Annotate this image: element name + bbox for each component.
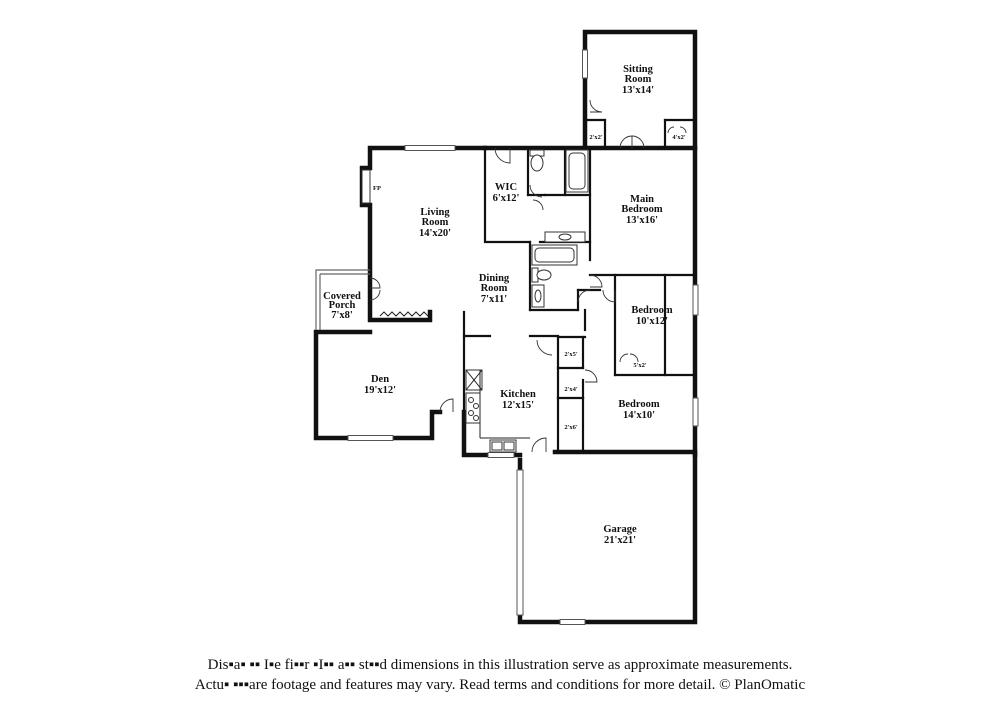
covered-porch-name-2: Porch bbox=[329, 300, 356, 311]
closet-hall-2-label: 2'x4' bbox=[564, 386, 578, 393]
svg-text:19'x12': 19'x12' bbox=[364, 385, 396, 396]
door-swings bbox=[369, 99, 687, 453]
closet-hall-1-label: 2'x5' bbox=[564, 351, 578, 358]
closet-sitting-right-label: 4'x2' bbox=[672, 134, 686, 141]
dining-room-name-2: Room bbox=[481, 283, 508, 294]
covered-porch-dims: 7'x8' bbox=[331, 310, 353, 321]
svg-text:Room: Room bbox=[422, 217, 449, 228]
svg-text:7'x11': 7'x11' bbox=[481, 294, 507, 305]
dining-room-name-1: Dining bbox=[479, 273, 510, 284]
small-labels: FP 2'x2' 4'x2' 5'x2' 2'x5' 2'x4' 2'x6' bbox=[373, 134, 686, 431]
svg-text:12'x15': 12'x15' bbox=[502, 400, 534, 411]
svg-text:Main: Main bbox=[630, 194, 654, 205]
wic-dims: 6'x12' bbox=[493, 193, 520, 204]
wic-name: WIC bbox=[495, 182, 517, 193]
disclaimer: Dis▪a▪ ▪▪ I▪e fi▪▪r ▪I▪▪ a▪▪ st▪▪d dimen… bbox=[0, 655, 1000, 695]
bedroom-1-name: Bedroom bbox=[631, 305, 672, 316]
svg-text:Porch: Porch bbox=[329, 300, 356, 311]
svg-text:Sitting: Sitting bbox=[623, 64, 654, 75]
svg-text:13'x16': 13'x16' bbox=[626, 215, 658, 226]
svg-text:4'x2': 4'x2' bbox=[672, 134, 686, 141]
fixtures bbox=[361, 149, 589, 453]
svg-text:21'x21': 21'x21' bbox=[604, 535, 636, 546]
bedroom-2-dims: 14'x10' bbox=[623, 410, 655, 421]
svg-text:Bedroom: Bedroom bbox=[631, 305, 672, 316]
interior-walls bbox=[462, 118, 697, 454]
svg-text:Garage: Garage bbox=[603, 524, 637, 535]
svg-text:WIC: WIC bbox=[495, 182, 517, 193]
covered-porch-outline bbox=[315, 269, 370, 330]
svg-text:Bedroom: Bedroom bbox=[621, 204, 662, 215]
bedroom-1-dims: 10'x12' bbox=[636, 316, 668, 327]
svg-text:Room: Room bbox=[481, 283, 508, 294]
svg-text:FP: FP bbox=[373, 185, 381, 192]
garage-dims: 21'x21' bbox=[604, 535, 636, 546]
svg-text:Den: Den bbox=[371, 374, 389, 385]
main-bedroom-name-1: Main bbox=[630, 194, 654, 205]
svg-text:2'x4': 2'x4' bbox=[564, 386, 578, 393]
svg-text:6'x12': 6'x12' bbox=[493, 193, 520, 204]
sitting-room-name-2: Room bbox=[625, 74, 652, 85]
main-bedroom-dims: 13'x16' bbox=[626, 215, 658, 226]
covered-porch-name-1: Covered bbox=[323, 291, 361, 302]
svg-text:7'x8': 7'x8' bbox=[331, 310, 353, 321]
svg-text:Dining: Dining bbox=[479, 273, 510, 284]
svg-text:13'x14': 13'x14' bbox=[622, 85, 654, 96]
living-room-name-2: Room bbox=[422, 217, 449, 228]
bedroom-2-name: Bedroom bbox=[618, 399, 659, 410]
svg-text:5'x2': 5'x2' bbox=[633, 362, 647, 369]
svg-text:10'x12': 10'x12' bbox=[636, 316, 668, 327]
svg-text:14'x10': 14'x10' bbox=[623, 410, 655, 421]
svg-text:Covered: Covered bbox=[323, 291, 361, 302]
svg-text:Kitchen: Kitchen bbox=[500, 389, 536, 400]
disclaimer-line-1: Dis▪a▪ ▪▪ I▪e fi▪▪r ▪I▪▪ a▪▪ st▪▪d dimen… bbox=[207, 657, 793, 673]
main-bedroom-name-2: Bedroom bbox=[621, 204, 662, 215]
svg-text:Room: Room bbox=[625, 74, 652, 85]
sitting-room-dims: 13'x14' bbox=[622, 85, 654, 96]
room-labels: Sitting Room 13'x14' WIC 6'x12' Main Bed… bbox=[323, 64, 673, 546]
closet-sitting-left-label: 2'x2' bbox=[589, 134, 603, 141]
living-room-dims: 14'x20' bbox=[419, 228, 451, 239]
kitchen-dims: 12'x15' bbox=[502, 400, 534, 411]
living-room-name-1: Living bbox=[420, 207, 450, 218]
sitting-room-name-1: Sitting bbox=[623, 64, 654, 75]
disclaimer-line-2: Actu▪ ▪▪▪are footage and features may va… bbox=[194, 677, 806, 693]
svg-text:2'x6': 2'x6' bbox=[564, 424, 578, 431]
svg-text:Living: Living bbox=[420, 207, 450, 218]
svg-text:2'x2': 2'x2' bbox=[589, 134, 603, 141]
sitting-room-walls bbox=[582, 29, 698, 151]
svg-text:14'x20': 14'x20' bbox=[419, 228, 451, 239]
svg-text:Bedroom: Bedroom bbox=[618, 399, 659, 410]
windows bbox=[347, 49, 699, 625]
fireplace-label: FP bbox=[373, 185, 381, 192]
svg-text:2'x5': 2'x5' bbox=[564, 351, 578, 358]
garage-name: Garage bbox=[603, 524, 637, 535]
closet-hall-3-label: 2'x6' bbox=[564, 424, 578, 431]
den-dims: 19'x12' bbox=[364, 385, 396, 396]
closet-bedroom-label: 5'x2' bbox=[633, 362, 647, 369]
kitchen-name: Kitchen bbox=[500, 389, 536, 400]
dining-room-dims: 7'x11' bbox=[481, 294, 507, 305]
den-name: Den bbox=[371, 374, 389, 385]
